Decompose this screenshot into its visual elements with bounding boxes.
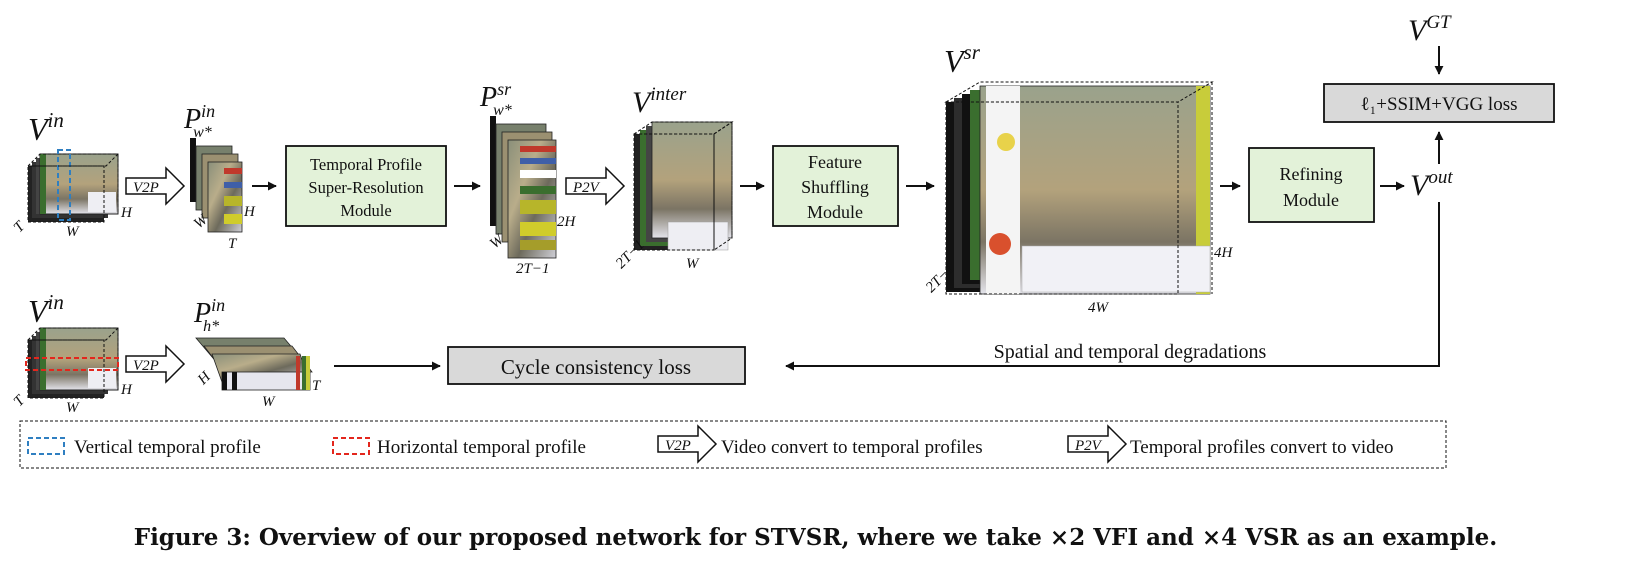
v-inter-stack [632, 121, 734, 251]
p-w-in-stack [190, 138, 243, 233]
vertical-profile-marker [57, 149, 71, 221]
v-in-bottom-w-dim: W [66, 400, 80, 416]
v-sr-group: Vsr 2T−1 4W 4H [923, 40, 1234, 316]
main-loss-label: ℓ₁+SSIM+VGG loss [1361, 94, 1518, 115]
feature-shuffling-module: Feature Shuffling Module [772, 145, 899, 227]
legend-frame [19, 420, 1447, 469]
legend-vertical-swatch [27, 437, 65, 455]
legend-p2v-symbol: P2V [1067, 424, 1128, 464]
legend-v2p-symbol: V2P [657, 424, 718, 464]
legend-horizontal-swatch [332, 437, 370, 455]
p-w-in-t-dim: T [228, 236, 238, 252]
p-w-in-h-dim: H [243, 204, 256, 220]
p-w-sr-stack [490, 116, 557, 259]
cycle-loss-box: Cycle consistency loss [447, 346, 746, 385]
legend: Vertical temporal profile Horizontal tem… [19, 420, 1447, 469]
p2v-arrow-label: P2V [572, 180, 601, 196]
v-gt-label: VGT [1408, 12, 1452, 47]
v-in-top-label: Vin [28, 108, 64, 147]
v2p-arrow-top: V2P [125, 166, 186, 206]
p2v-arrow: P2V [565, 166, 626, 206]
v-in-top-h-dim: H [120, 205, 133, 221]
legend-vertical-label: Vertical temporal profile [74, 437, 261, 458]
fs-label-2: Shuffling [801, 177, 869, 197]
v-inter-label: Vinter [632, 84, 687, 119]
degradation-path-arrow [785, 202, 1440, 371]
legend-p2v-symbol-label: P2V [1074, 438, 1103, 454]
v-in-bottom-h-dim: H [120, 382, 133, 398]
v2p-arrow-bottom: V2P [125, 344, 186, 384]
v-inter-group: Vinter 2T−1 W [613, 84, 734, 272]
figure-caption: Figure 3: Overview of our proposed netwo… [133, 524, 1498, 551]
v-in-bottom-group: Vin T W H [11, 290, 133, 416]
v-in-top-stack [26, 149, 120, 223]
legend-horizontal-label: Horizontal temporal profile [377, 437, 586, 458]
tpsr-module: Temporal Profile Super-Resolution Module [285, 145, 447, 227]
legend-v2p-symbol-label: V2P [665, 438, 691, 454]
v-in-top-group: Vin T W H [11, 108, 133, 240]
v-in-bottom-stack [25, 327, 120, 399]
tpsr-label-1: Temporal Profile [310, 155, 422, 174]
v-sr-w-dim: 4W [1088, 300, 1110, 316]
tpsr-label-2: Super-Resolution [308, 178, 423, 197]
fs-label-1: Feature [808, 152, 862, 172]
p-w-sr-t-dim: 2T−1 [516, 261, 549, 277]
v-out-label: Vout [1410, 167, 1453, 202]
tpsr-label-3: Module [340, 201, 391, 220]
p-h-in-w-dim: W [262, 394, 276, 410]
p-h-in-stack [195, 337, 313, 391]
v-in-bottom-label: Vin [28, 290, 64, 329]
p-h-in-t-dim: T [312, 378, 322, 394]
v2p-arrow-bottom-label: V2P [133, 358, 159, 374]
legend-v2p-label: Video convert to temporal profiles [721, 437, 983, 458]
degradation-label: Spatial and temporal degradations [994, 341, 1267, 363]
p-h-in-h-dim: H [194, 368, 215, 389]
v-in-top-t-dim: T [11, 218, 29, 236]
v2p-arrow-top-label: V2P [133, 180, 159, 196]
cycle-loss-label: Cycle consistency loss [501, 355, 691, 379]
main-loss-box: ℓ₁+SSIM+VGG loss [1323, 83, 1555, 123]
v-inter-w-dim: W [686, 256, 700, 272]
fs-label-3: Module [807, 202, 863, 222]
refining-label-1: Refining [1280, 164, 1343, 184]
v-sr-h-dim: 4H [1214, 245, 1234, 261]
refining-module: Refining Module [1248, 147, 1375, 223]
v-sr-stack [944, 81, 1214, 295]
legend-p2v-label: Temporal profiles convert to video [1130, 437, 1394, 458]
p-w-sr-h-dim: 2H [557, 214, 577, 230]
horizontal-profile-marker [25, 357, 119, 371]
refining-label-2: Module [1283, 190, 1339, 210]
v-in-top-w-dim: W [66, 224, 80, 240]
v-sr-label: Vsr [944, 40, 981, 79]
v-in-bottom-t-dim: T [11, 392, 29, 410]
